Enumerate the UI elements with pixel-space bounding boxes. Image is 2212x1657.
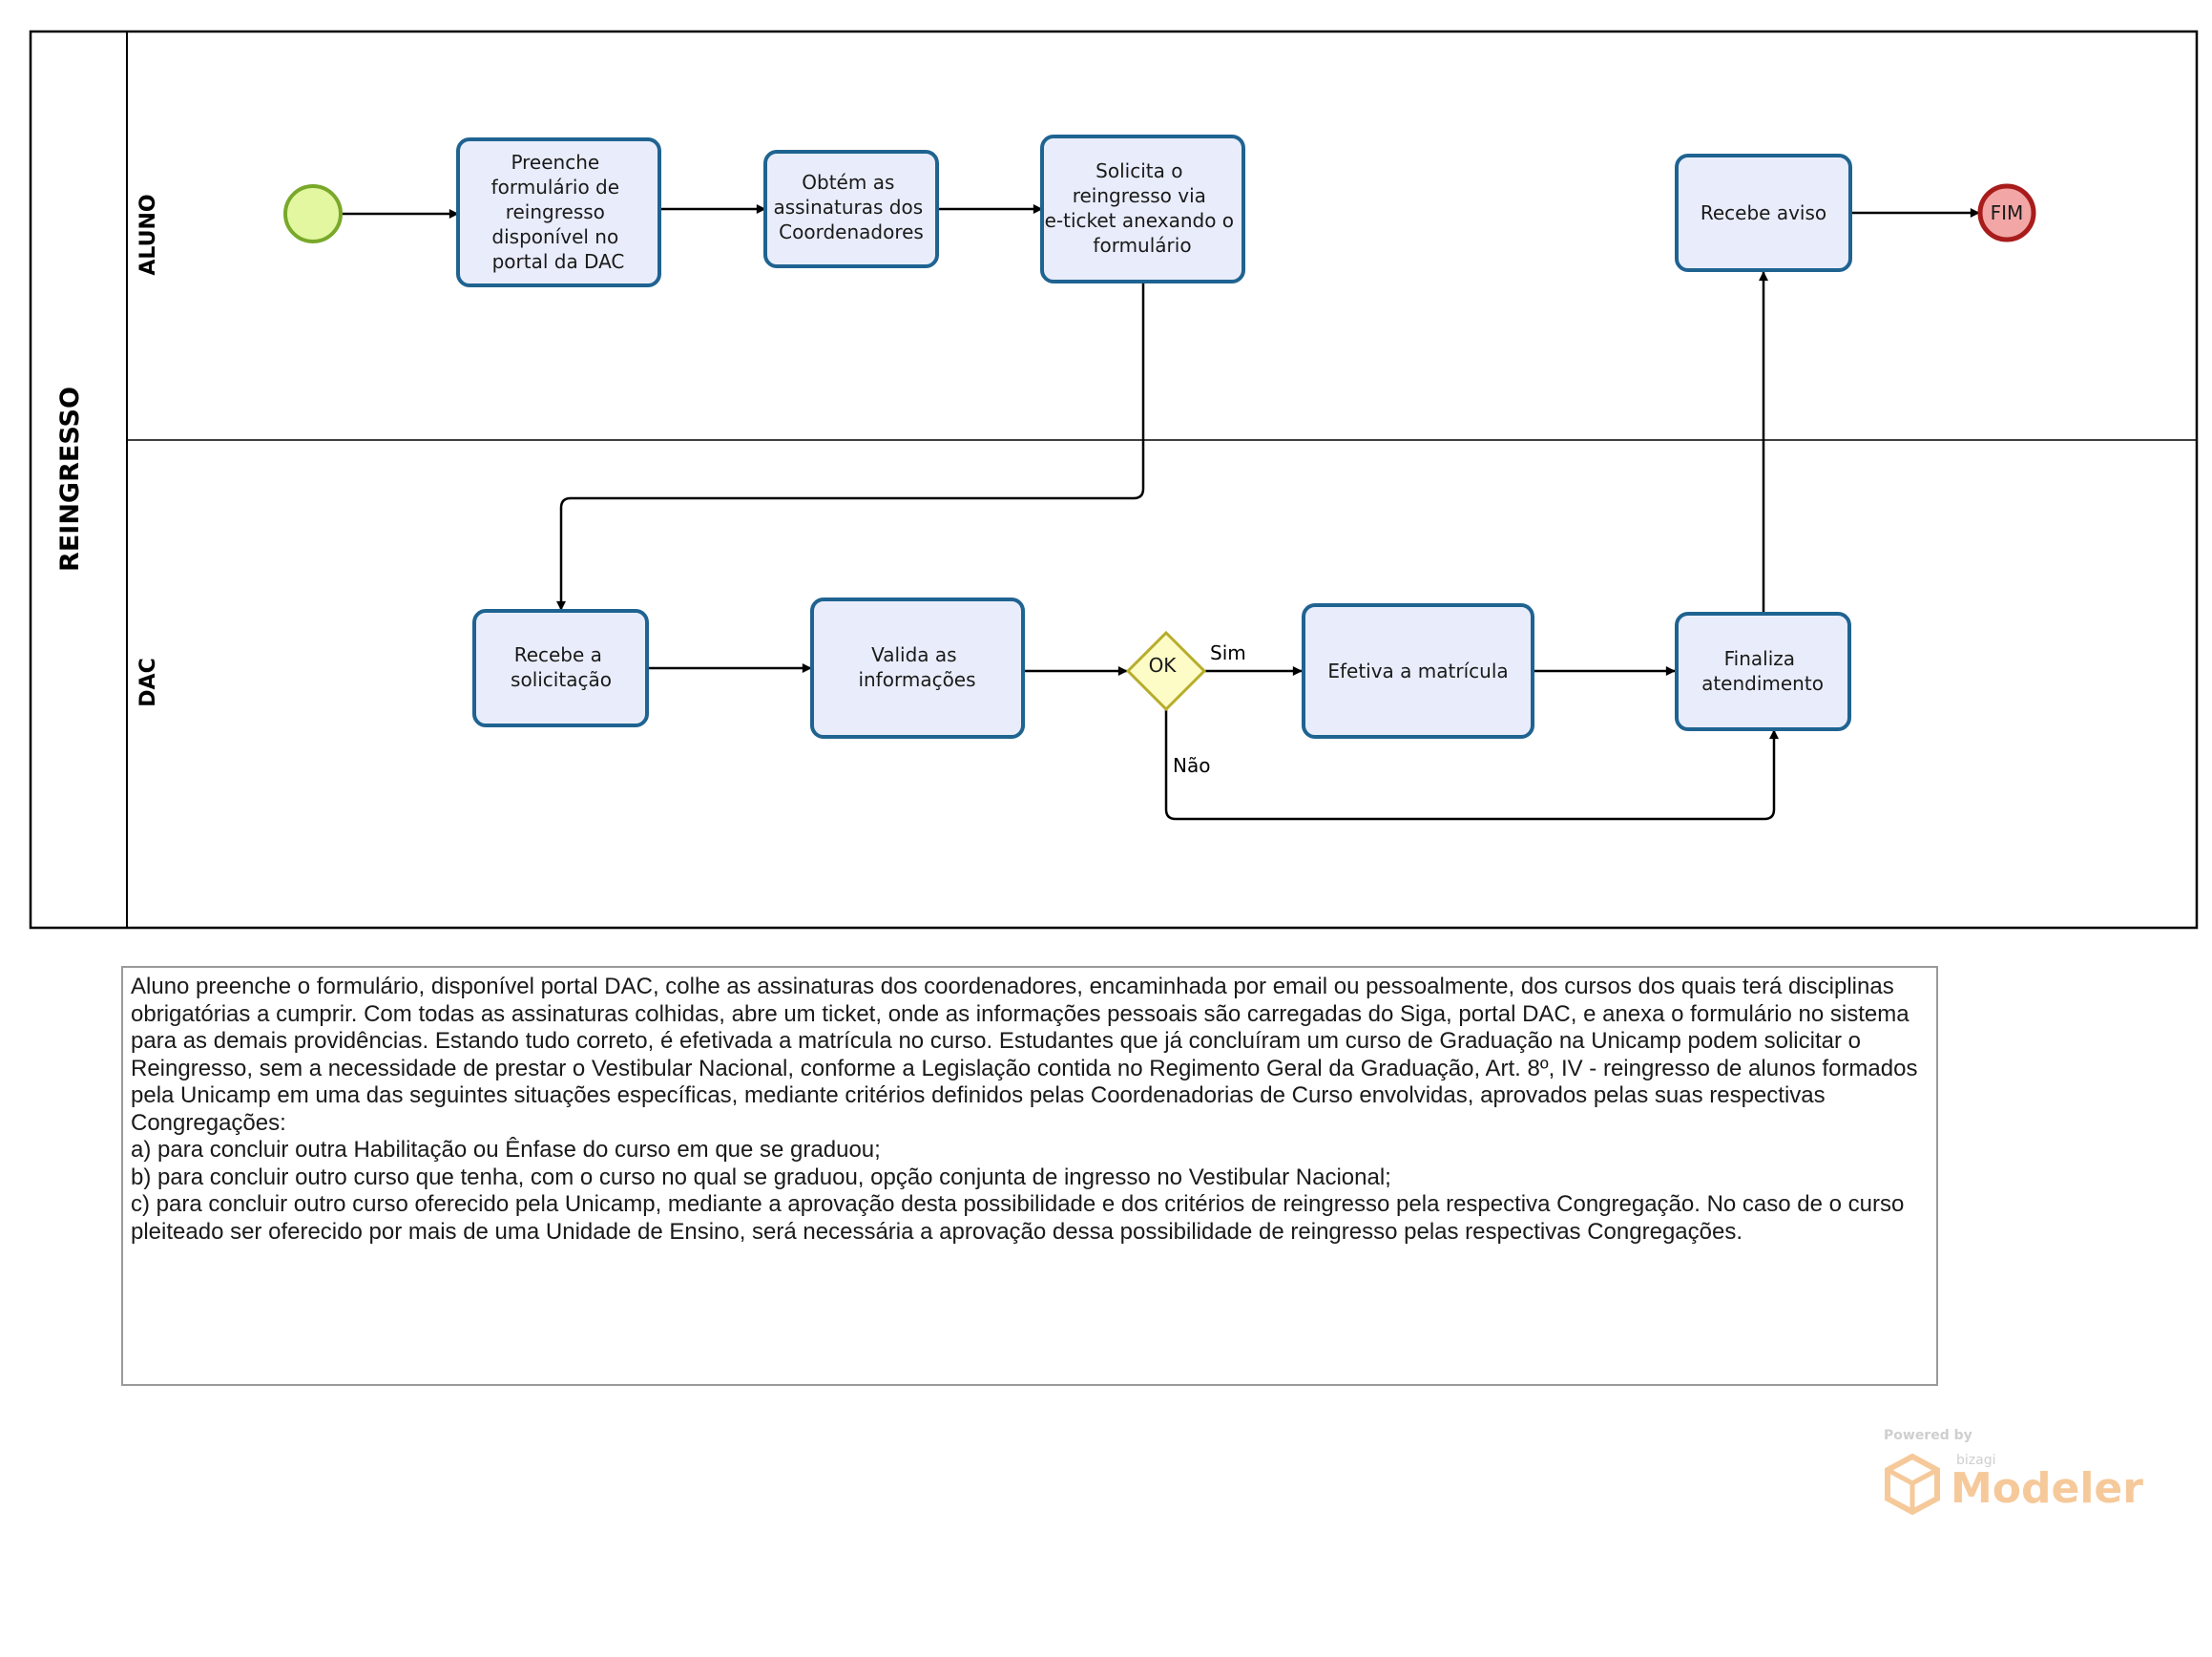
bizagi-watermark: Powered by bizagi Modeler (1884, 1428, 2143, 1523)
text-annotation: Aluno preenche o formulário, disponível … (121, 966, 1938, 1386)
task-label: Finaliza atendimento (1701, 647, 1824, 695)
flow-solicita-to-recebe-solicitacao (556, 282, 1145, 611)
lane-label-dac: DAC (136, 658, 160, 706)
task-preenche-formulario[interactable]: Preenche formulário de reingresso dispon… (456, 137, 661, 287)
task-valida-informacoes[interactable]: Valida as informações (810, 598, 1025, 739)
task-finaliza-atendimento[interactable]: Finaliza atendimento (1675, 612, 1851, 731)
task-obtem-assinaturas[interactable]: Obtém as assinaturas dos Coordenadores (763, 150, 939, 268)
pool-label: REINGRESSO (55, 387, 85, 572)
flow-label-sim: Sim (1210, 641, 1246, 664)
task-efetiva-matricula[interactable]: Efetiva a matrícula (1302, 603, 1534, 739)
task-label: Recebe aviso (1701, 201, 1826, 224)
task-label: Efetiva a matrícula (1327, 660, 1508, 682)
bizagi-logo-icon (1885, 1453, 1940, 1516)
lane-label-aluno: ALUNO (136, 194, 160, 275)
task-label: Preenche formulário de reingresso dispon… (491, 151, 626, 273)
gateway-ok[interactable] (1125, 630, 1207, 712)
task-label: Solicita o reingresso via e-ticket anexa… (1045, 159, 1241, 257)
gateway-ok-label: OK (1149, 654, 1178, 677)
task-label: Obtém as assinaturas dos Coordenadores (773, 171, 929, 243)
watermark-powered-by: Powered by (1884, 1428, 1972, 1443)
task-solicita-reingresso[interactable]: Solicita o reingresso via e-ticket anexa… (1040, 135, 1245, 283)
flow-label-nao: Não (1173, 754, 1210, 777)
watermark-product-name: Modeler (1951, 1464, 2143, 1513)
task-recebe-aviso[interactable]: Recebe aviso (1675, 154, 1852, 272)
end-event[interactable] (1977, 183, 2036, 242)
task-label: Valida as informações (858, 643, 975, 691)
flow-gateway-nao-to-finaliza (1164, 710, 1779, 821)
task-recebe-solicitacao[interactable]: Recebe a solicitação (472, 609, 649, 727)
watermark-brand: bizagi (1956, 1453, 1996, 1468)
task-label: Recebe a solicitação (511, 643, 612, 691)
end-event-label: FIM (1991, 201, 2024, 224)
start-event[interactable] (283, 184, 343, 243)
